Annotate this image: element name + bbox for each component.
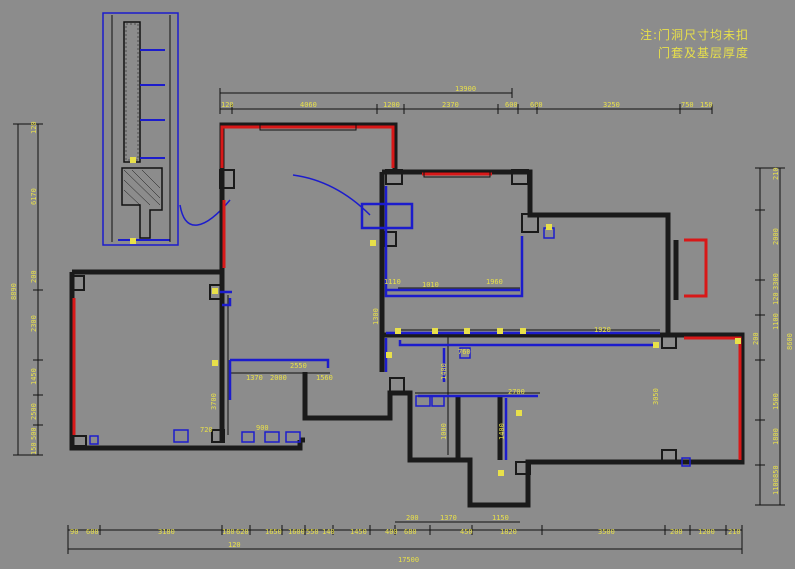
dim-bottom-seg: 620 xyxy=(236,528,249,536)
dim-interior: 1400 xyxy=(498,423,506,440)
dim-interior: 900 xyxy=(256,424,269,432)
dim-left-seg: 1450 xyxy=(30,368,38,385)
dim-interior: 1560 xyxy=(316,374,333,382)
dim-left-seg: 2500 xyxy=(30,403,38,420)
dim-top-seg: 600 xyxy=(530,101,543,109)
dim-top-seg: 150 xyxy=(700,101,713,109)
dim-left-total: 8890 xyxy=(10,283,18,300)
walls xyxy=(69,122,745,508)
dim-left-seg: 120 xyxy=(30,121,38,134)
dim-interior: 1960 xyxy=(486,278,503,286)
dim-right-seg: 1800 xyxy=(772,428,780,445)
dim-interior: 760 xyxy=(458,348,471,356)
dim-interior: 3700 xyxy=(210,393,218,410)
dim-interior: 1370 xyxy=(246,374,263,382)
dim-interior: 2000 xyxy=(270,374,287,382)
dim-bottom-upper: 1150 xyxy=(492,514,509,522)
drawing-note: 注:门洞尺寸均未扣 门套及基层厚度 xyxy=(640,26,749,62)
dim-bottom-seg: 200 xyxy=(670,528,683,536)
dim-right-seg: 1100 xyxy=(772,478,780,495)
dimension-lines xyxy=(13,88,785,554)
dim-right-seg: 850 xyxy=(772,465,780,478)
dim-bottom-seg: 210 xyxy=(728,528,741,536)
dim-interior: 1110 xyxy=(384,278,401,286)
dim-bottom-seg: 1200 xyxy=(698,528,715,536)
dim-top-seg: 1200 xyxy=(383,101,400,109)
dim-top-seg: 2370 xyxy=(442,101,459,109)
door-markers xyxy=(130,157,741,476)
window-frame xyxy=(259,123,357,131)
dim-left-seg: 2300 xyxy=(30,315,38,332)
note-line-2: 门套及基层厚度 xyxy=(658,46,750,60)
note-line-1: 注:门洞尺寸均未扣 xyxy=(640,28,750,42)
dim-bottom-seg: 90 xyxy=(70,528,78,536)
dim-bottom-upper: 1370 xyxy=(440,514,457,522)
dim-bottom-seg: 1650 xyxy=(265,528,282,536)
dim-interior: 2700 xyxy=(508,388,525,396)
dim-bottom-seg: 1820 xyxy=(500,528,517,536)
dim-interior: 2550 xyxy=(290,362,307,370)
dim-bottom-seg: 680 xyxy=(404,528,417,536)
dim-top-seg: 120 xyxy=(221,101,234,109)
dim-right-seg: 1100 xyxy=(772,313,780,330)
dim-top-seg: 750 xyxy=(681,101,694,109)
dim-interior: 1920 xyxy=(594,326,611,334)
dim-right-seg: 200 xyxy=(752,332,760,345)
dim-left-seg: 200 xyxy=(30,270,38,283)
dim-left-upper: 6170 xyxy=(30,188,38,205)
dim-bottom-seg: 180 xyxy=(222,528,235,536)
dim-right-seg: 120 xyxy=(772,292,780,305)
partitions xyxy=(220,174,660,460)
dim-bottom-total: 17500 xyxy=(398,556,419,564)
dim-interior: 3050 xyxy=(652,388,660,405)
dim-right-seg: 3300 xyxy=(772,273,780,290)
dim-interior: 1010 xyxy=(422,281,439,289)
dim-interior: 720 xyxy=(200,426,213,434)
dim-right-seg: 210 xyxy=(772,167,780,180)
fixtures xyxy=(89,227,691,467)
dim-bottom-seg: 1600 xyxy=(288,528,305,536)
dim-top-total: 13900 xyxy=(455,85,476,93)
windows xyxy=(72,125,742,460)
stair-detail xyxy=(102,12,231,246)
dim-left-seg: 500 xyxy=(30,427,38,440)
dim-right-seg: 2000 xyxy=(772,228,780,245)
dim-right-total: 8600 xyxy=(786,333,794,350)
dim-top-seg: 3250 xyxy=(603,101,620,109)
dim-interior: 1000 xyxy=(440,423,448,440)
dim-right-seg: 1500 xyxy=(772,393,780,410)
dim-bottom-seg: 3500 xyxy=(598,528,615,536)
window-frame xyxy=(423,171,491,178)
dim-bottom-seg: 550 xyxy=(306,528,319,536)
dim-bottom-seg: 450 xyxy=(460,528,473,536)
dim-interior: 1300 xyxy=(372,308,380,325)
dim-bottom-sub: 120 xyxy=(228,541,241,549)
dim-bottom-seg: 3180 xyxy=(158,528,175,536)
dim-bottom-seg: 1450 xyxy=(350,528,367,536)
dim-left-seg: 150 xyxy=(30,442,38,455)
dim-bottom-upper: 200 xyxy=(406,514,419,522)
dim-bottom-seg: 600 xyxy=(86,528,99,536)
dim-top-seg: 4060 xyxy=(300,101,317,109)
dim-bottom-seg: 140 xyxy=(322,528,335,536)
dim-interior: 1400 xyxy=(440,363,448,380)
dim-bottom-seg: 400 xyxy=(385,528,398,536)
dim-top-seg: 600 xyxy=(505,101,518,109)
